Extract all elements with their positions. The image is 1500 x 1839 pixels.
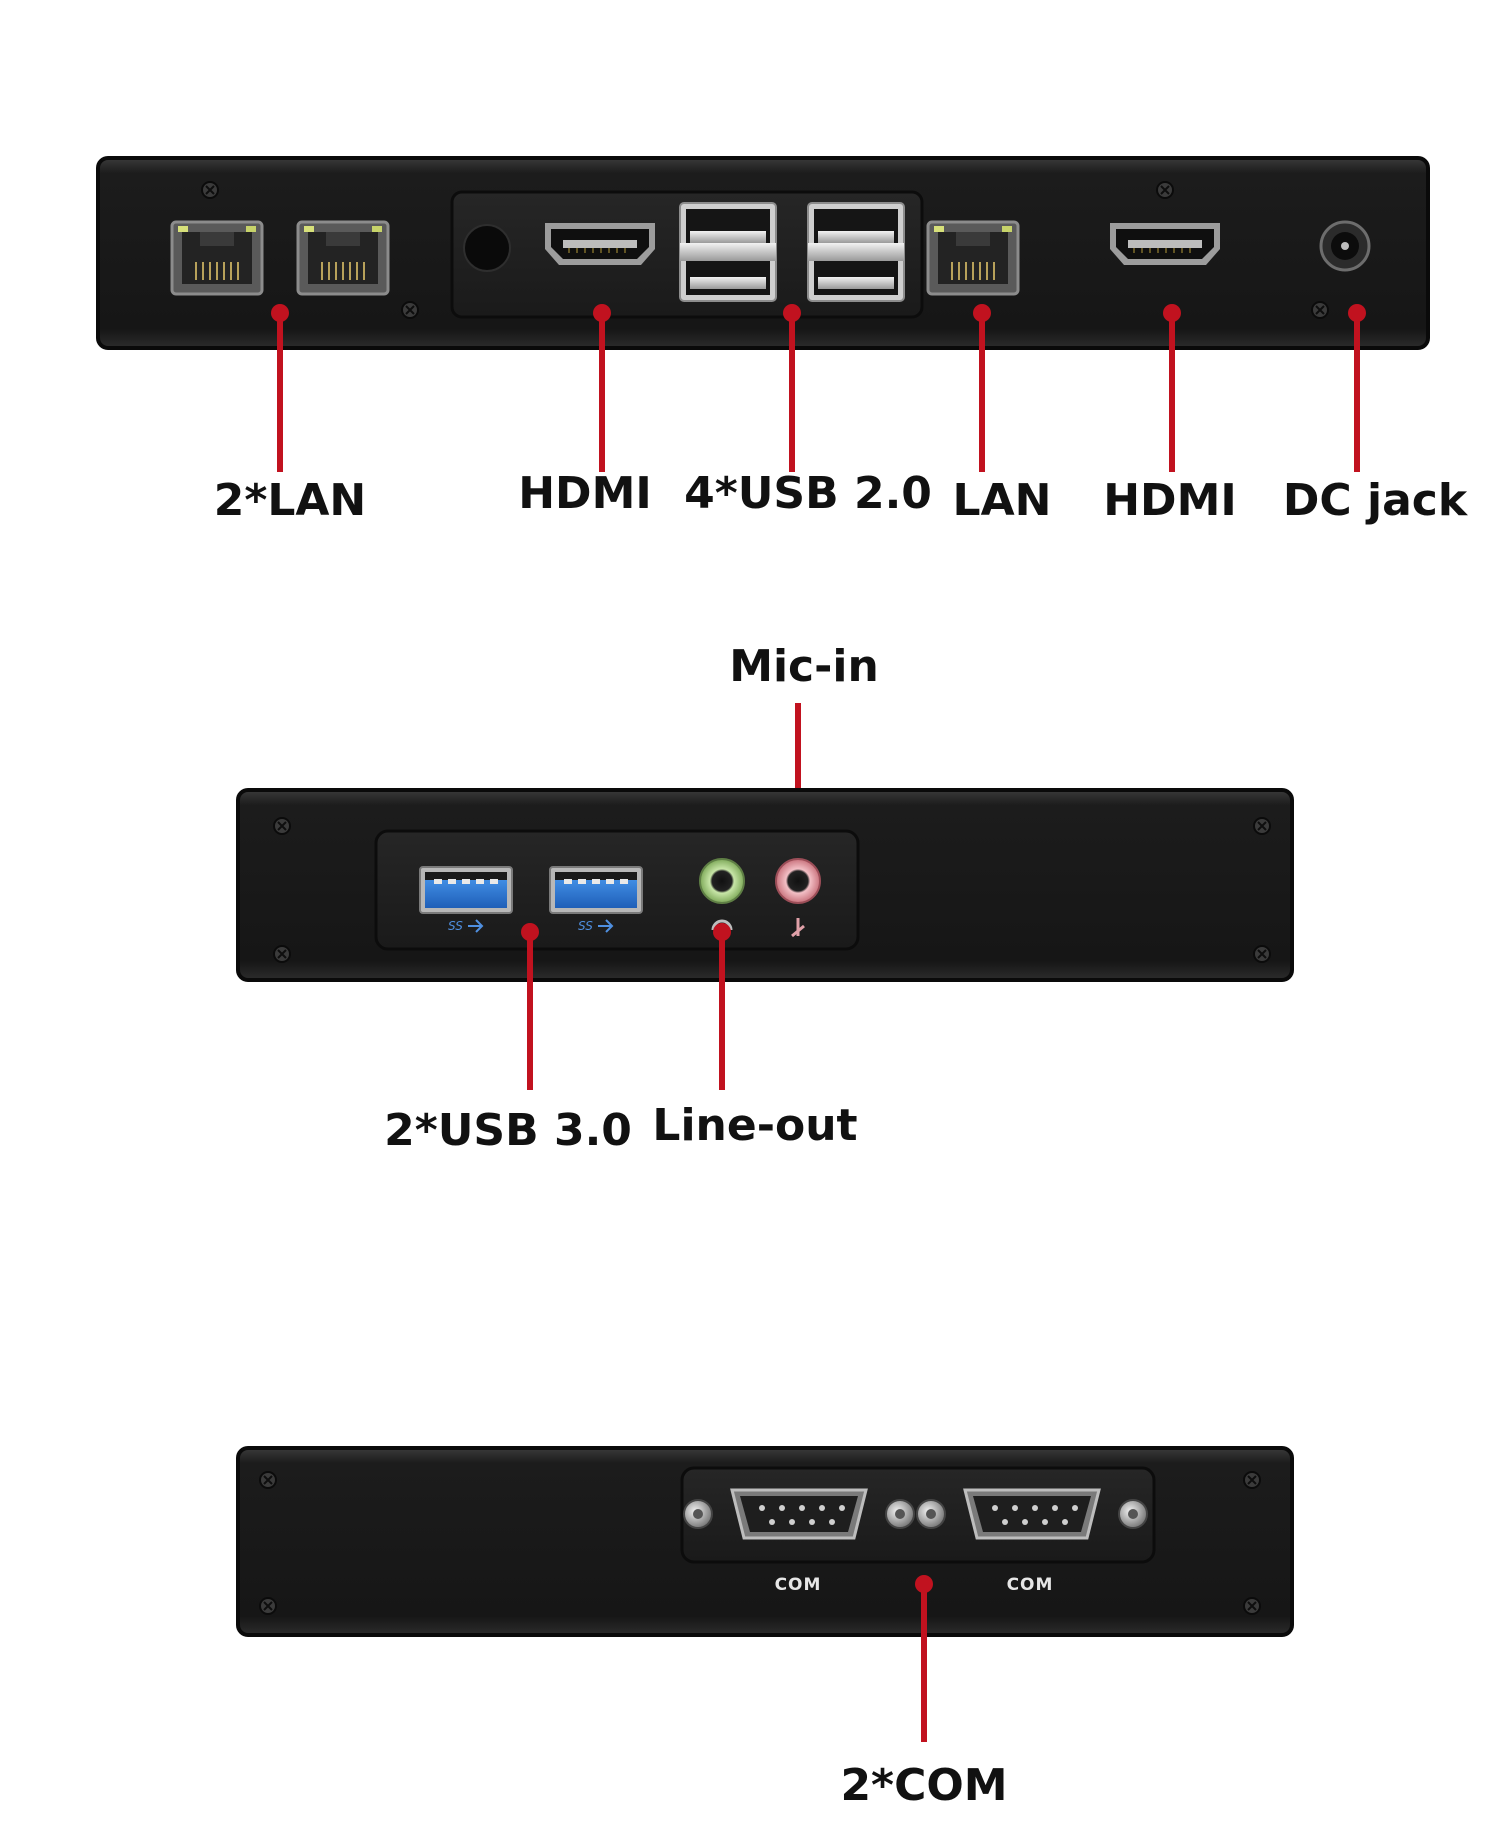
hdmi-port-icon — [544, 222, 656, 266]
dc-jack-icon — [1319, 220, 1371, 272]
leader-dot — [593, 304, 611, 322]
screw-icon — [259, 1471, 277, 1489]
label-dc-jack: DC jack — [1283, 475, 1469, 526]
usb-port-icon — [549, 866, 643, 914]
usb-symbol-icon — [468, 919, 484, 933]
front-panel: Mic-in SS SS 2*USB 3.0 Line-out — [236, 641, 1294, 1156]
audio-jack-icon — [699, 858, 745, 904]
label-line-out: Line-out — [652, 1100, 857, 1151]
screw-icon — [1253, 945, 1271, 963]
audio-jack-icon — [775, 858, 821, 904]
screw-icon — [1156, 181, 1174, 199]
rj45-port-icon — [296, 220, 390, 296]
rj45-port-icon — [926, 220, 1020, 296]
label-2-lan: 2*LAN — [214, 475, 367, 526]
label-hdmi-1: HDMI — [518, 468, 652, 519]
microphone-icon — [791, 918, 805, 938]
headphone-icon — [711, 919, 733, 931]
superspeed-marking: SS — [448, 919, 463, 933]
label-mic-in: Mic-in — [729, 641, 879, 692]
screw-icon — [273, 945, 291, 963]
label-2-com: 2*COM — [840, 1760, 1007, 1811]
label-lan: LAN — [953, 475, 1052, 526]
com-marking-1: COM — [775, 1575, 822, 1595]
usb-port-icon — [419, 866, 513, 914]
leader-dot — [1348, 304, 1366, 322]
screw-icon — [1253, 817, 1271, 835]
screw-icon — [1243, 1471, 1261, 1489]
leader-dot — [915, 1575, 933, 1593]
leader-dot — [1163, 304, 1181, 322]
side-panel: COM COM 2*COM — [236, 1446, 1294, 1811]
leader-dot — [783, 304, 801, 322]
usb-port-icon — [679, 202, 777, 302]
usb-symbol-icon — [598, 919, 614, 933]
label-4-usb-2-0: 4*USB 2.0 — [684, 468, 932, 519]
rear-panel: 2*LAN HDMI 4*USB 2.0 LAN HDMI DC jack — [96, 156, 1469, 526]
usb-port-icon — [807, 202, 905, 302]
superspeed-marking: SS — [578, 919, 593, 933]
screw-icon — [401, 301, 419, 319]
screw-icon — [259, 1597, 277, 1615]
com-marking-2: COM — [1007, 1575, 1054, 1595]
hdmi-port-icon — [1109, 222, 1221, 266]
leader-dot — [973, 304, 991, 322]
leader-dot — [521, 923, 539, 941]
leader-dot — [271, 304, 289, 322]
screw-icon — [273, 817, 291, 835]
screw-icon — [1243, 1597, 1261, 1615]
screw-icon — [1311, 301, 1329, 319]
label-2-usb-3-0: 2*USB 3.0 — [384, 1105, 632, 1156]
rj45-port-icon — [170, 220, 264, 296]
label-hdmi-2: HDMI — [1103, 475, 1237, 526]
round-opening-icon — [463, 224, 511, 272]
screw-icon — [201, 181, 219, 199]
leader-dot — [713, 923, 731, 941]
